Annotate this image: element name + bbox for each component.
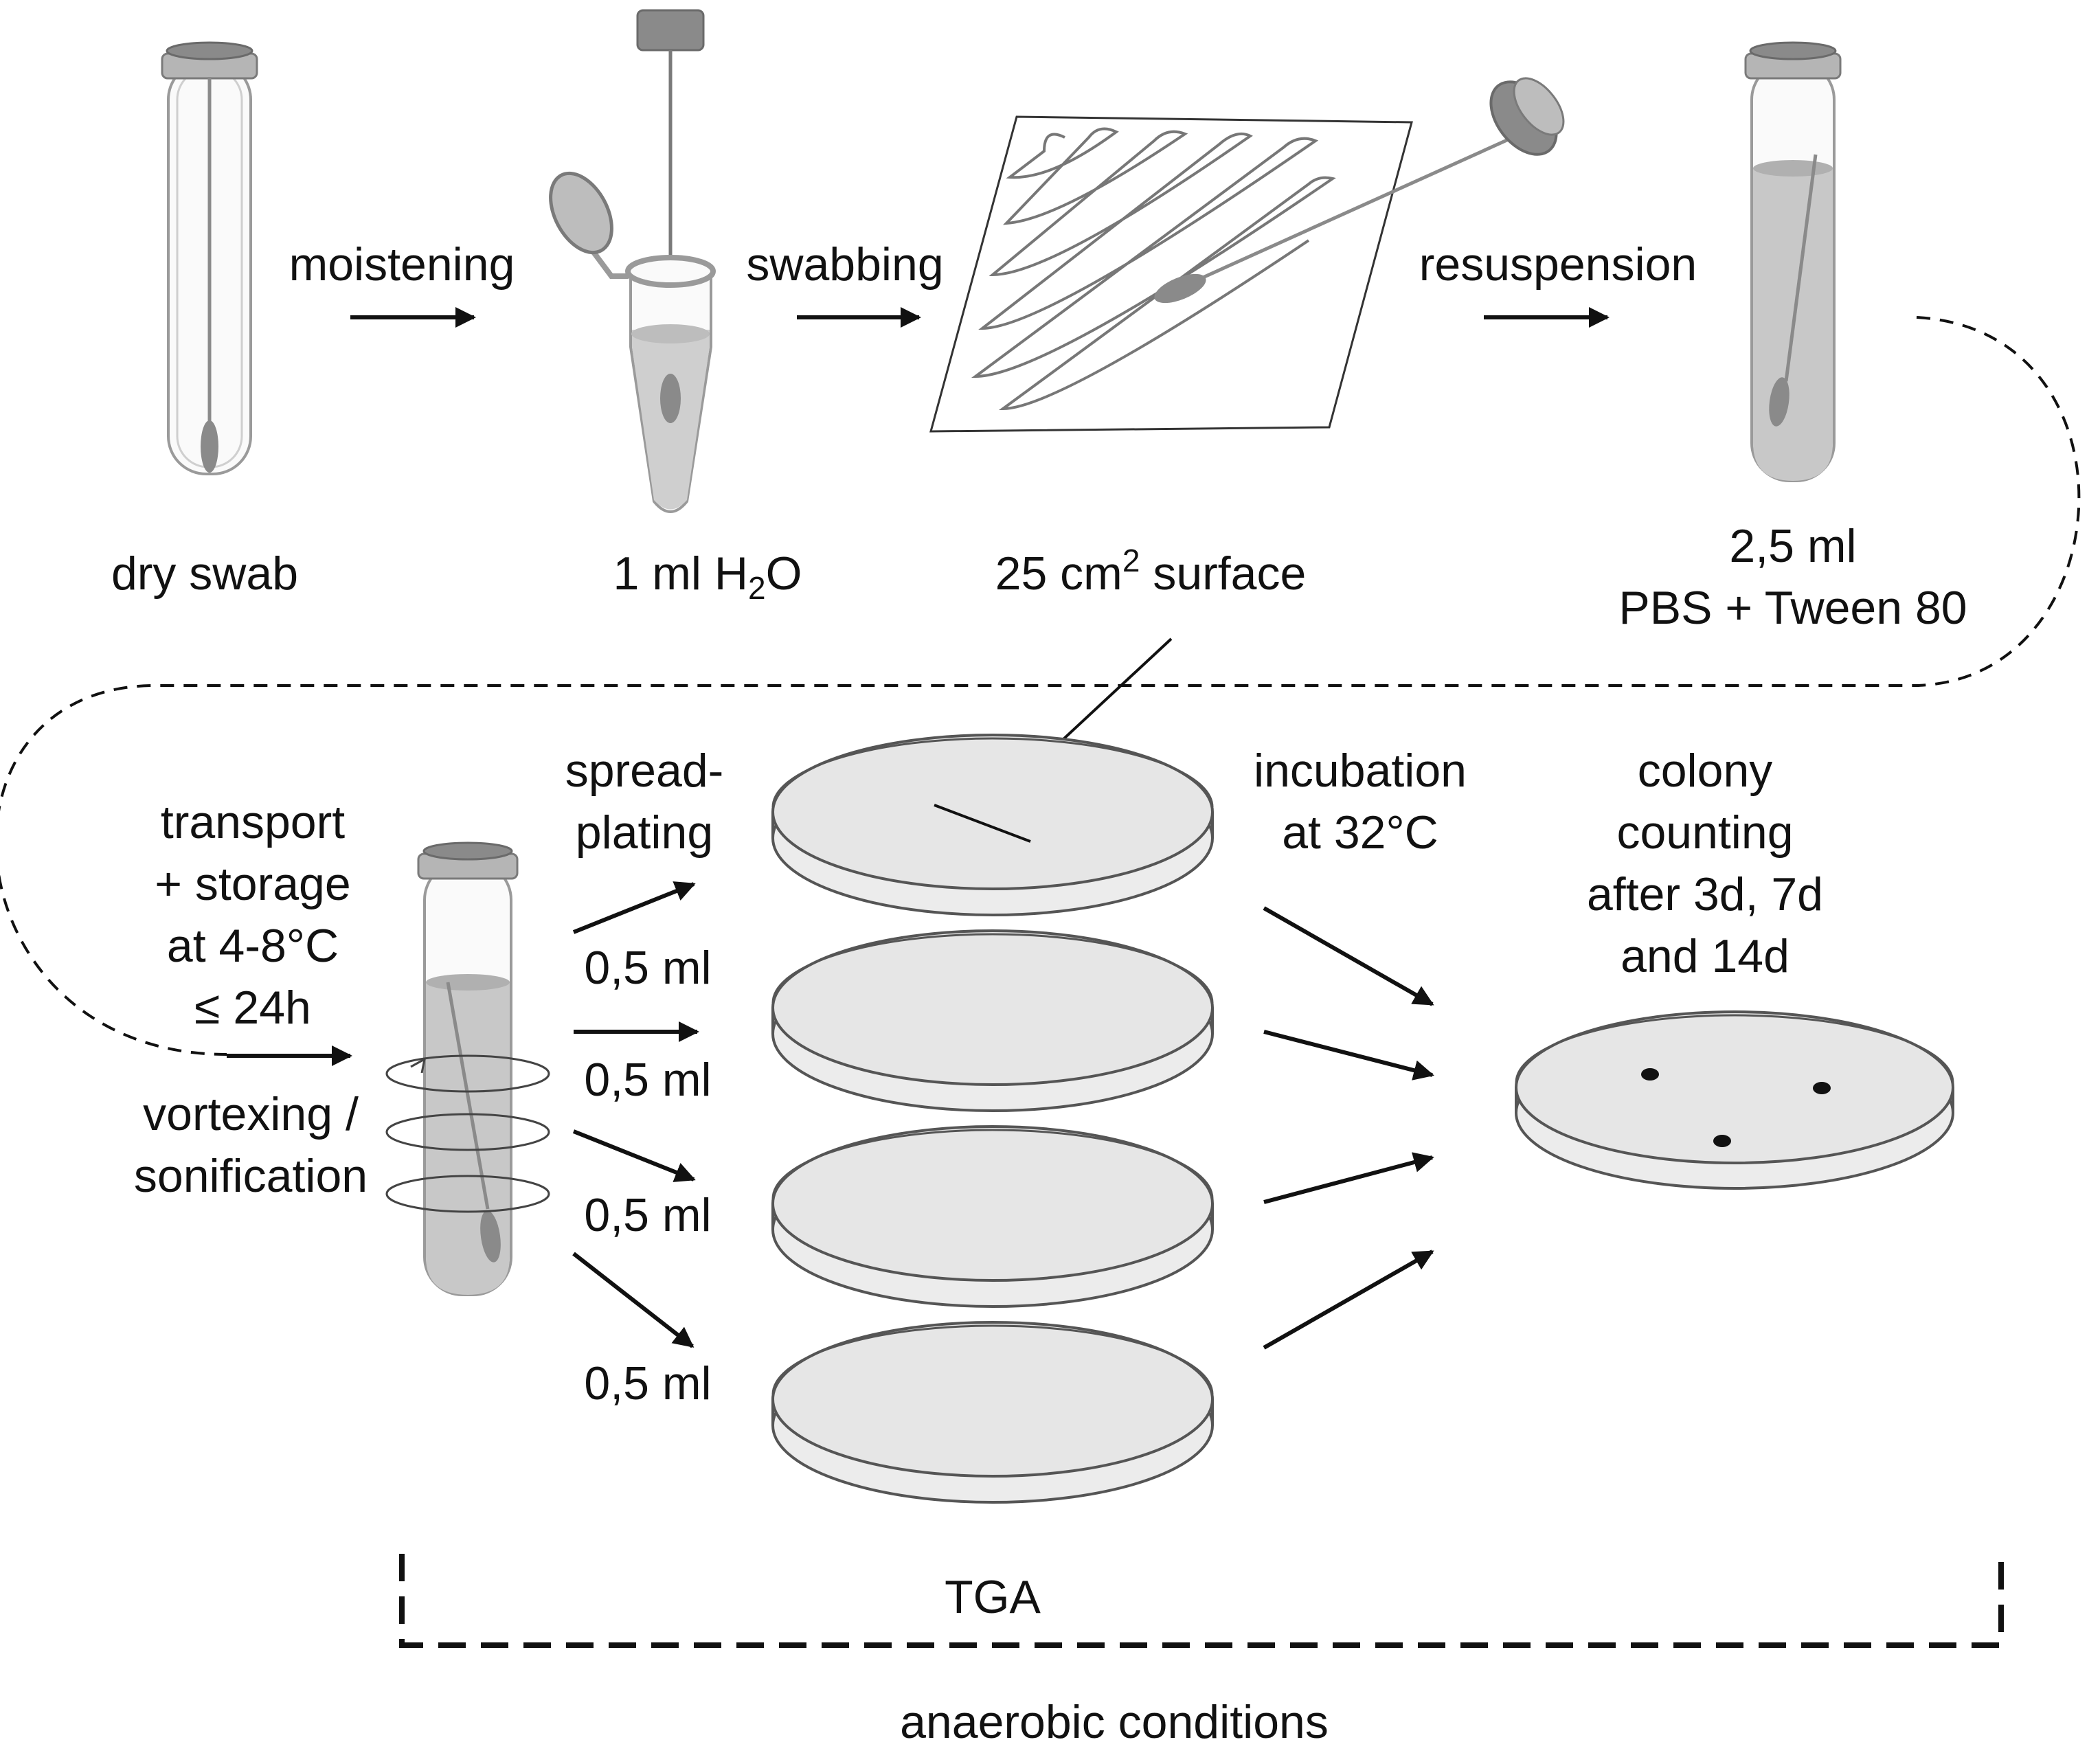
plating-volume-label-4: 0,5 ml — [584, 1357, 711, 1410]
spread-plating-label-line1: spread- — [565, 745, 724, 797]
transport-label-line4: ≤ 24h — [194, 982, 311, 1034]
plating-volume-label-1: 0,5 ml — [584, 942, 711, 994]
spread-plating-label-line2: plating — [576, 806, 713, 859]
colony-counting-dish — [1515, 1010, 1954, 1190]
colony-dot — [1813, 1082, 1831, 1094]
resuspension-volume-label: 2,5 ml — [1729, 520, 1856, 572]
plating-arrow-1 — [572, 881, 696, 934]
dashed-connector-line — [0, 316, 2081, 1056]
petri-dish-1 — [771, 734, 1214, 916]
transport-label-line3: at 4-8°C — [167, 920, 339, 972]
resuspension-tube-icon — [1744, 41, 1842, 482]
petri-dish-3 — [771, 1125, 1214, 1308]
incubation-arrow-1 — [1263, 906, 1434, 1006]
incubation-label-line1: incubation — [1254, 745, 1467, 797]
plating-arrow-4 — [572, 1252, 695, 1348]
vortex-tube-icon — [385, 841, 550, 1296]
colony-counting-label-line2: counting — [1616, 806, 1793, 859]
tga-label: TGA — [945, 1571, 1041, 1623]
plating-arrow-3 — [572, 1129, 696, 1182]
incubation-label-line2: at 32°C — [1282, 806, 1438, 859]
transport-label-line2: + storage — [155, 858, 350, 910]
plating-volume-label-2: 0,5 ml — [584, 1054, 711, 1106]
resuspension-medium-label: PBS + Tween 80 — [1618, 582, 1967, 634]
vortex-label-line1: vortexing / — [143, 1088, 359, 1140]
swabbed-surface-icon — [929, 77, 1565, 433]
resuspension-label: resuspension — [1419, 238, 1697, 291]
dry-swab-tube-icon — [161, 41, 258, 475]
colony-counting-label-line1: colony — [1638, 745, 1773, 797]
incubation-arrow-3 — [1263, 1152, 1434, 1204]
surface-area-label: 25 cm2 surface — [995, 543, 1307, 600]
incubation-arrow-2 — [1263, 1030, 1434, 1081]
petri-dish-4 — [771, 1321, 1214, 1504]
colony-counting-label-line3: after 3d, 7d — [1587, 868, 1823, 920]
colony-dot — [1713, 1135, 1731, 1147]
dry-swab-label: dry swab — [111, 547, 298, 600]
anaerobic-bracket — [399, 1554, 2004, 1648]
petri-dish-2 — [771, 929, 1214, 1112]
swabbing-label: swabbing — [746, 238, 943, 291]
incubation-arrow-4 — [1263, 1249, 1434, 1350]
colony-counting-label-line4: and 14d — [1621, 930, 1789, 982]
anaerobic-conditions-label: anaerobic conditions — [900, 1696, 1329, 1748]
vortex-label-line2: sonification — [134, 1150, 368, 1202]
moistening-label: moistening — [289, 238, 515, 291]
transport-label-line1: transport — [161, 796, 345, 848]
eppendorf-tube-icon — [549, 9, 716, 513]
water-volume-label: 1 ml H2O — [613, 547, 802, 606]
plating-volume-label-3: 0,5 ml — [584, 1189, 711, 1241]
colony-dot — [1641, 1068, 1659, 1081]
